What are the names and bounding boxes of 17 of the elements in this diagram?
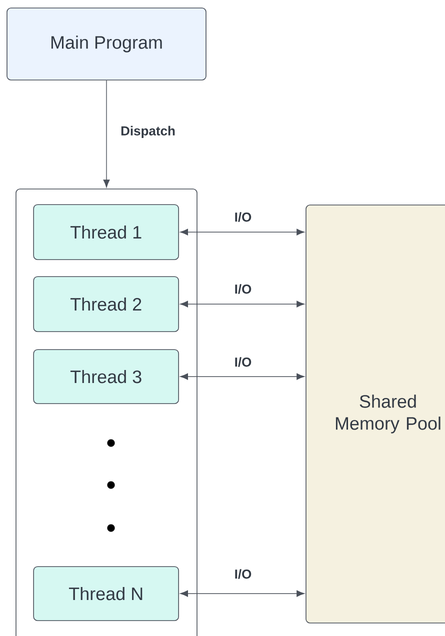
program-box: Main Program — [6, 8, 206, 80]
edge-label: Dispatch — [120, 124, 176, 140]
thread-box: Thread 3 — [33, 349, 179, 404]
edge-label: I/O — [233, 356, 253, 368]
arrow — [180, 300, 305, 308]
arrow — [103, 80, 110, 188]
arrow — [180, 590, 305, 597]
memory-pool-box: Shared Memory Pool — [306, 204, 445, 624]
thread-box: Thread N — [33, 566, 179, 621]
arrow — [180, 373, 305, 380]
edge-label: I/O — [233, 283, 253, 295]
edge-label: I/O — [233, 568, 253, 580]
thread-box: Thread 2 — [33, 276, 179, 332]
thread-box: Thread 1 — [33, 204, 179, 260]
arrow — [180, 228, 305, 236]
thread-container — [16, 188, 198, 636]
edge-label: I/O — [233, 211, 253, 223]
